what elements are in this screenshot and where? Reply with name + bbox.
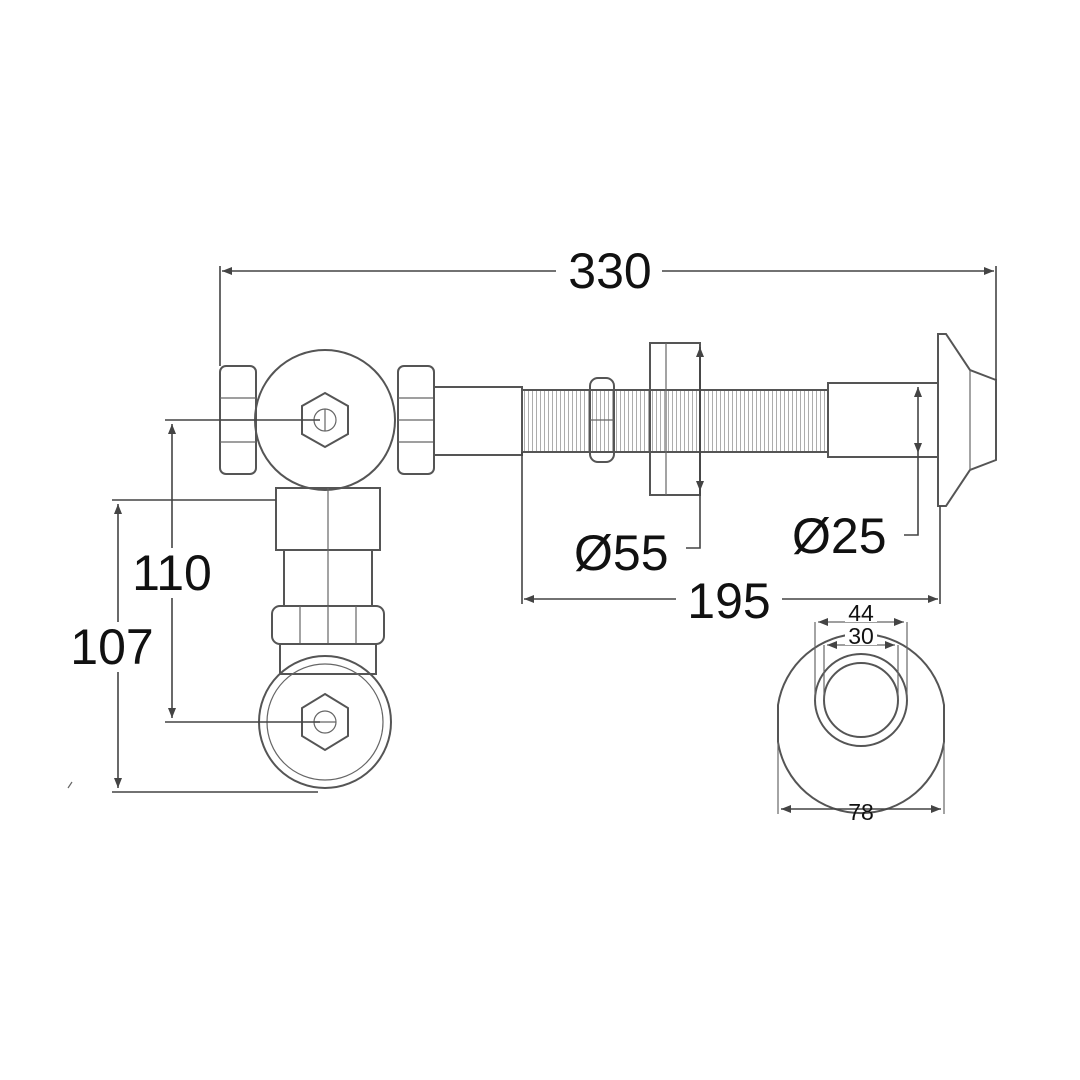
dimension-195: 195 (521, 452, 941, 629)
dimension-110: 110 (132, 419, 320, 723)
dimension-107: 107 (70, 499, 318, 793)
label-195: 195 (687, 573, 770, 629)
connector-pipe (433, 386, 523, 456)
threaded-rod (521, 389, 829, 453)
dimension-44: 44 (814, 600, 908, 700)
dimension-d25: Ø25 (792, 387, 922, 564)
hex-bolt-upper-icon (301, 391, 349, 449)
dimension-78: 78 (777, 742, 945, 825)
vertical-leg (271, 487, 385, 675)
label-d25: Ø25 (792, 508, 887, 564)
dimension-30: 30 (823, 623, 899, 700)
label-30: 30 (848, 623, 874, 649)
label-107: 107 (70, 619, 153, 675)
label-110: 110 (132, 545, 212, 601)
label-d55: Ø55 (574, 525, 669, 581)
label-330: 330 (568, 243, 651, 299)
escutcheon-front-view (777, 632, 945, 815)
end-cap-side (937, 333, 997, 507)
label-44: 44 (848, 600, 874, 626)
right-nut (397, 365, 435, 475)
hex-bolt-lower-icon (301, 692, 349, 752)
label-78: 78 (848, 799, 874, 825)
dimension-330: 330 (219, 240, 997, 380)
dimension-d55: Ø55 (574, 347, 704, 581)
outlet-pipe (827, 382, 939, 458)
